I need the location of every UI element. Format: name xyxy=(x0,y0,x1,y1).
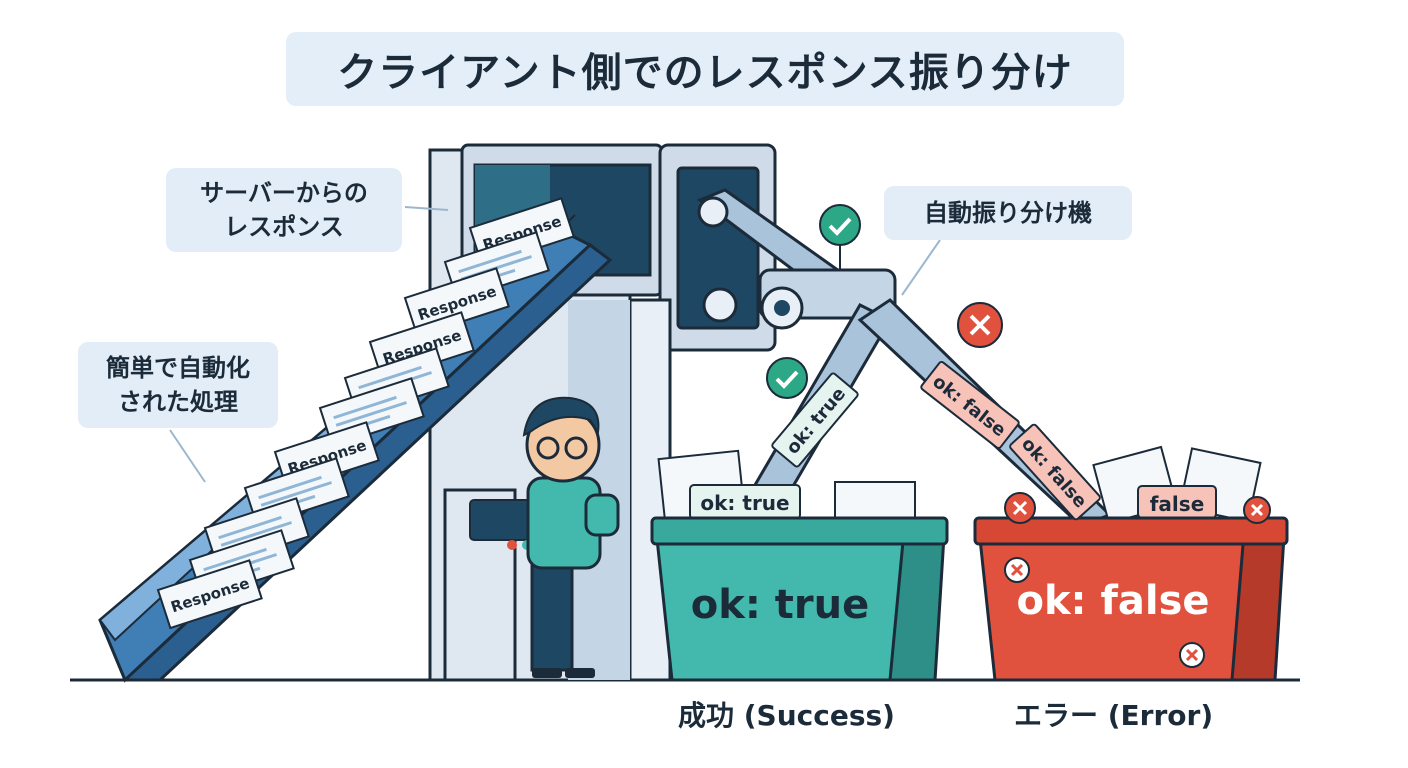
callout-text: された処理 xyxy=(118,388,238,416)
caption-success: 成功 (Success) xyxy=(678,699,895,732)
text-line xyxy=(218,515,282,540)
cross-icon xyxy=(1004,492,1036,524)
callout-automated: 簡単で自動化 された処理 xyxy=(78,342,278,428)
person xyxy=(443,396,620,682)
callout-text: サーバーからの xyxy=(200,179,368,207)
cross-icon xyxy=(1004,557,1030,583)
error-bin-label: ok: false xyxy=(1016,578,1209,624)
bin-tag-false: false xyxy=(1150,492,1205,516)
page-title: クライアント側でのレスポンス振り分け xyxy=(286,32,1124,106)
text-line xyxy=(220,521,292,547)
text-line xyxy=(458,249,522,274)
text-line xyxy=(333,395,397,420)
check-icon xyxy=(766,357,808,399)
callout-text: レスポンス xyxy=(224,213,344,241)
text-line xyxy=(358,365,422,390)
check-icon xyxy=(819,204,861,270)
success-bin-label: ok: true xyxy=(691,582,869,628)
callout-server-response: サーバーからの レスポンス xyxy=(166,168,402,252)
callout-sorter: 自動振り分け機 xyxy=(884,186,1132,240)
callout-pointer xyxy=(404,206,449,211)
cross-icon xyxy=(1179,642,1205,668)
text-line xyxy=(258,475,322,500)
text-line xyxy=(260,481,332,507)
caption-error: エラー (Error) xyxy=(1014,699,1214,732)
error-bin xyxy=(973,445,1289,682)
bin-tag-ok-true: ok: true xyxy=(700,491,789,515)
text-line xyxy=(203,547,267,572)
cross-icon xyxy=(957,302,1003,348)
callout-pointer xyxy=(901,239,941,296)
success-bin xyxy=(650,449,949,682)
text-line xyxy=(335,401,407,427)
cross-icon xyxy=(1243,496,1271,524)
callout-pointer xyxy=(169,429,206,483)
callout-text: 自動振り分け機 xyxy=(924,199,1092,227)
callout-text: 簡単で自動化 xyxy=(106,354,250,382)
